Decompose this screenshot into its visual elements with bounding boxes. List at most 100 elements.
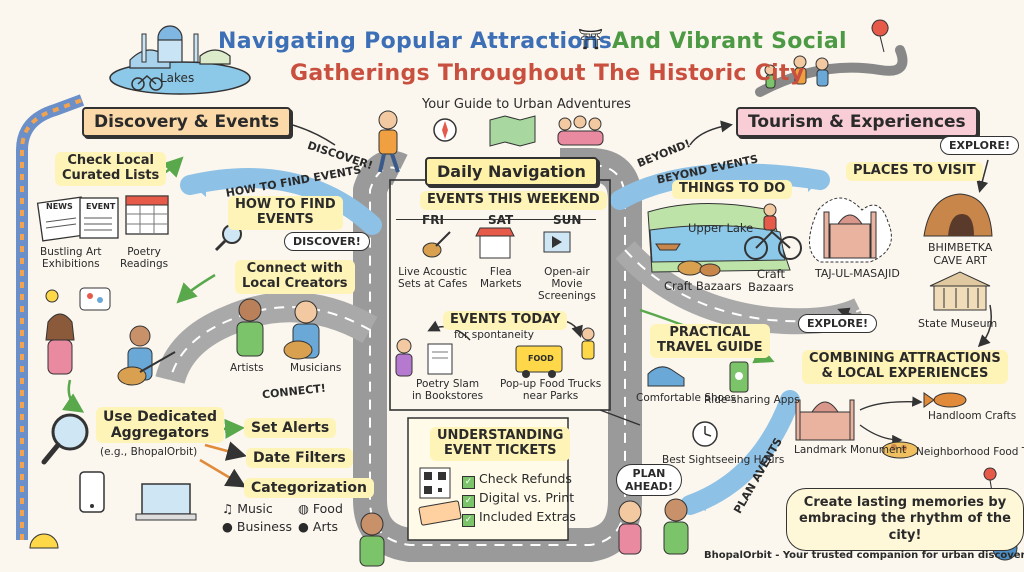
art-exhibitions-label: Bustling Art Exhibitions — [40, 246, 102, 271]
landmark-label: Landmark Monument — [794, 444, 907, 456]
food-icon: ◍ — [298, 501, 309, 516]
laptop-icon — [135, 483, 197, 521]
events-today-label: EVENTS TODAY — [443, 311, 568, 330]
day-sun: SUN — [553, 213, 582, 227]
title-line1b: And Vibrant Social — [612, 29, 847, 54]
handloom-label: Handloom Crafts — [928, 410, 1017, 422]
bullet-icon: ● — [222, 519, 233, 534]
how-to-find-label: HOW TO FIND EVENTS — [228, 196, 343, 230]
connect-creators-label: Connect with Local Creators — [235, 260, 355, 294]
header-lake-illustration — [109, 25, 251, 95]
art-supplies-icon — [45, 287, 111, 311]
guitar-icon — [422, 231, 451, 258]
movie-screen-icon — [543, 231, 571, 253]
pin-icon — [983, 467, 997, 493]
included-extras-item: ✓Included Extras — [462, 510, 576, 527]
practical-guide-label: PRACTICAL TRAVEL GUIDE — [650, 324, 770, 358]
magnifier-icon-large — [41, 413, 89, 465]
tower-icon: ⛩ — [578, 27, 604, 51]
arrow-beyond-events — [610, 163, 830, 210]
newspaper-icon — [36, 196, 119, 242]
cat-food: ◍ Food — [298, 501, 343, 516]
bottom-man-illustration — [359, 512, 385, 567]
explore-bubble-2: EXPLORE! — [798, 314, 878, 333]
tickets-title: UNDERSTANDING EVENT TICKETS — [430, 427, 571, 461]
discovery-banner: Discovery & Events — [82, 107, 292, 137]
check-refunds-item: ✓Check Refunds — [462, 472, 572, 489]
comfortable-shoes-label: Comfortable Shoes — [636, 392, 737, 404]
phone-icon — [79, 471, 105, 513]
memories-cloud: Create lasting memories by embracing the… — [786, 488, 1024, 551]
best-hours-label: Best Sightseeing Hours — [662, 454, 785, 466]
food-trucks-label: Pop-up Food Trucks near Parks — [500, 378, 602, 403]
aggregators-label: Use Dedicated Aggregators — [96, 407, 224, 444]
bhimbetka-label: BHIMBETKA CAVE ART — [928, 241, 993, 267]
taj-ul-masajid-illustration — [809, 197, 892, 263]
ticket-icon — [418, 500, 462, 526]
state-museum-label: State Museum — [918, 317, 998, 330]
aggregators-example: (e.g., BhopalOrbit) — [100, 446, 198, 458]
poet-illustration — [395, 338, 413, 377]
calendar-icon — [125, 195, 169, 235]
poetry-readings-label: Poetry Readings — [120, 246, 169, 271]
food-truck-sign: FOOD — [528, 354, 554, 363]
title-line2: Gatherings Throughout The Historic City — [290, 61, 805, 86]
tourism-banner: Tourism & Experiences — [736, 107, 978, 137]
food-bowl-icon — [881, 441, 919, 459]
subtitle: Your Guide to Urban Adventures — [422, 97, 631, 112]
friends-icon — [557, 115, 604, 146]
lake-scene-illustration — [647, 203, 791, 273]
cat-music: ♫ Music — [222, 501, 273, 516]
walking-guy-illustration — [378, 110, 400, 173]
checkmark-icon: ✓ — [462, 476, 475, 489]
discover-bubble: DISCOVER! — [284, 232, 370, 251]
central-road-markings — [369, 164, 626, 546]
set-alerts-label: Set Alerts — [244, 418, 337, 439]
digital-print-item: ✓Digital vs. Print — [462, 491, 574, 508]
couple-illustration — [618, 498, 689, 555]
compass-icon — [433, 118, 457, 142]
plan-ahead-bubble: PLAN AHEAD! — [616, 464, 682, 496]
map-icon — [489, 115, 536, 147]
explore-bubble: EXPLORE! — [940, 136, 1020, 155]
places-to-visit-label: PLACES TO VISIT — [846, 162, 983, 181]
timeline-line — [396, 219, 596, 221]
notebook-icon — [427, 343, 453, 375]
qr-code-icon — [419, 467, 451, 499]
clock-icon — [692, 421, 718, 447]
date-filters-label: Date Filters — [246, 448, 353, 469]
museum-illustration — [929, 271, 991, 311]
news-text: NEWS — [46, 202, 73, 211]
cyclist-illustration — [744, 203, 802, 260]
event-text: EVENT — [86, 202, 116, 211]
day-fri: FRI — [422, 213, 444, 227]
header-path-illustration — [755, 19, 908, 97]
ride-sharing-label: Ride-sharing Apps — [704, 394, 800, 406]
cave-illustration — [923, 193, 993, 237]
baskets-icon — [677, 260, 721, 277]
combining-label: COMBINING ATTRACTIONS & LOCAL EXPERIENCE… — [802, 350, 1008, 384]
cat-business: ● Business — [222, 519, 293, 534]
upper-lake-label: Upper Lake — [688, 221, 754, 235]
musicians-label: Musicians — [290, 362, 342, 374]
taj-label: TAJ-UL-MASAJID — [815, 267, 900, 280]
sun-icon — [29, 533, 59, 549]
fish-craft-icon — [923, 392, 967, 408]
things-to-do-label: THINGS TO DO — [672, 180, 793, 199]
market-stall-icon — [475, 227, 515, 259]
food-truck-icon — [515, 345, 563, 378]
music-note-icon: ♫ — [222, 501, 234, 516]
arrow-how-to-find — [180, 168, 382, 235]
craft-bazaars-label-2: Craft Bazaars — [748, 267, 794, 295]
poetry-slam-label: Poetry Slam in Bookstores — [412, 378, 484, 403]
title-line1: Navigating Popular Attractions — [218, 29, 613, 54]
spontaneity-label: for spontaneity — [454, 329, 534, 341]
landmark-monument-illustration — [795, 399, 855, 441]
checkmark-icon: ✓ — [462, 495, 475, 508]
live-acoustic-label: Live Acoustic Sets at Cafes — [398, 266, 468, 291]
artists-label: Artists — [230, 362, 264, 374]
musician-illustration — [283, 300, 320, 360]
guitarist-illustration — [117, 325, 176, 386]
